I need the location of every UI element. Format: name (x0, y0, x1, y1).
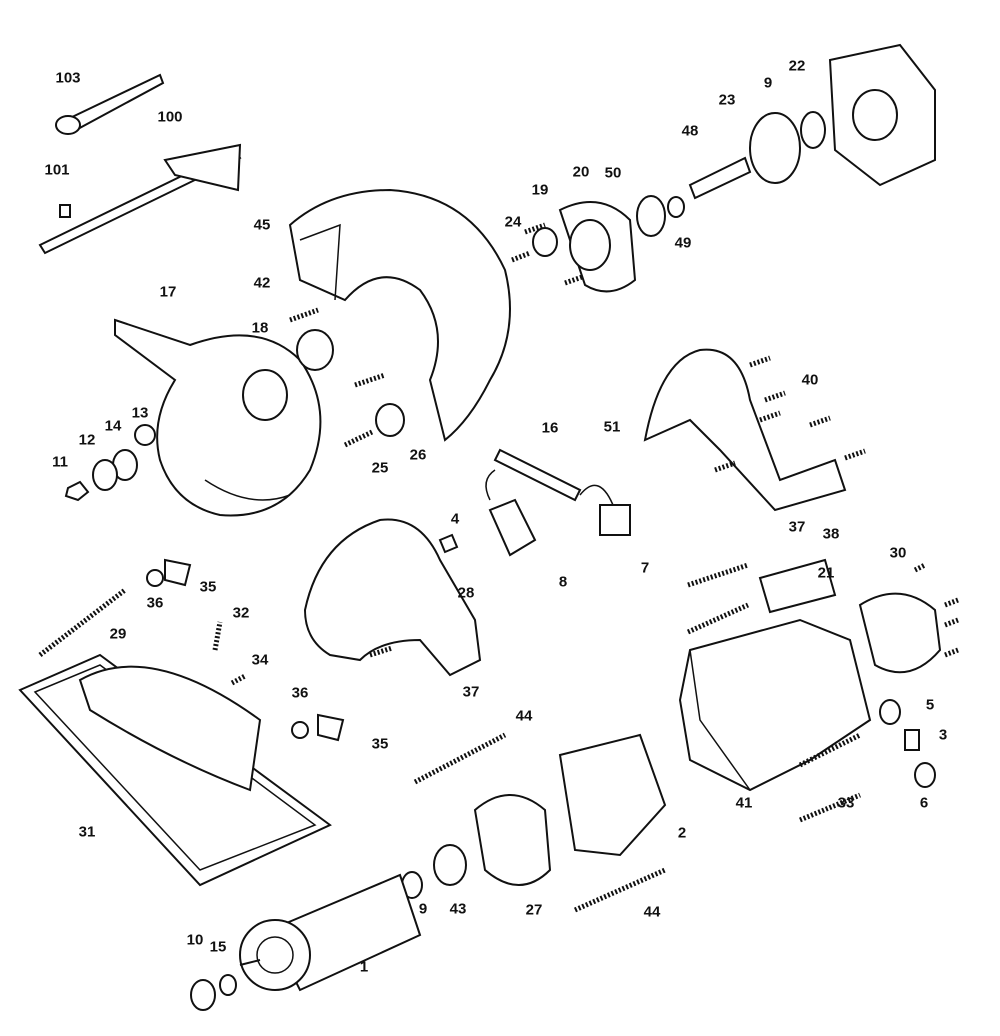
part-number-label: 29 (109, 625, 127, 643)
part-number-label: 34 (251, 651, 269, 669)
wrench-part (55, 73, 165, 135)
part-number-label: 41 (735, 794, 753, 812)
screw-101-part (59, 204, 71, 218)
part-number-label: 16 (541, 419, 559, 437)
part-number-label: 9 (418, 900, 428, 918)
part-number-label: 36 (146, 594, 164, 612)
part-number-label: 32 (232, 604, 250, 622)
motor-housing-41-part (678, 618, 872, 792)
cord-16-part (493, 448, 582, 502)
handle-37-upper-part (643, 348, 847, 512)
part-number-label: 50 (604, 164, 622, 182)
part-number-label: 3 (938, 726, 948, 744)
part-number-label: 48 (681, 122, 699, 140)
part-number-label: 33 (837, 794, 855, 812)
handle-37-lower-part (303, 518, 482, 677)
part-number-label: 13 (131, 404, 149, 422)
part-number-label: 15 (209, 938, 227, 956)
part-number-label: 101 (44, 161, 70, 179)
part-number-label: 6 (919, 794, 929, 812)
part-number-label: 11 (52, 453, 68, 471)
spindle-48-part (688, 156, 752, 200)
part-number-label: 35 (199, 578, 217, 596)
part-number-label: 31 (78, 823, 96, 841)
part-number-label: 8 (558, 573, 568, 591)
part-number-label: 25 (371, 459, 389, 477)
part-number-label: 49 (674, 234, 692, 252)
part-number-label: 27 (525, 901, 543, 919)
part-number-label: 18 (251, 319, 269, 337)
spring-18-part (296, 329, 334, 371)
field-2-part (558, 733, 667, 857)
part-number-label: 28 (457, 584, 475, 602)
part-number-label: 43 (449, 900, 467, 918)
part-number-label: 21 (817, 564, 835, 582)
part-number-label: 17 (159, 283, 177, 301)
part-number-label: 38 (822, 525, 840, 543)
part-number-label: 44 (643, 903, 661, 921)
part-number-label: 51 (603, 418, 621, 436)
rip-fence-part (38, 143, 242, 255)
part-number-label: 26 (409, 446, 427, 464)
ring-13-part (134, 424, 157, 446)
part-number-label: 37 (788, 518, 806, 536)
lower-guard-part (114, 318, 322, 517)
switch-7-part (599, 504, 631, 536)
part-number-label: 7 (640, 559, 650, 577)
part-number-label: 5 (925, 696, 935, 714)
part-number-label: 45 (253, 216, 271, 234)
part-number-label: 36 (291, 684, 309, 702)
part-number-label: 100 (157, 108, 183, 126)
part-number-label: 37 (462, 683, 480, 701)
part-number-label: 40 (801, 371, 819, 389)
part-number-label: 4 (450, 510, 460, 528)
baffle-27-part (473, 794, 552, 886)
part-number-label: 10 (186, 931, 204, 949)
label-38-part (758, 558, 837, 614)
part-number-label: 2 (677, 824, 687, 842)
part-number-label: 103 (55, 69, 81, 87)
upper-guard-part (288, 188, 511, 442)
part-number-label: 44 (515, 707, 533, 725)
end-cap-21-part (858, 592, 942, 674)
part-number-label: 22 (788, 57, 806, 75)
part-number-label: 14 (104, 417, 122, 435)
part-number-label: 23 (718, 91, 736, 109)
part-number-label: 1 (359, 958, 369, 976)
part-number-label: 12 (78, 431, 96, 449)
part-number-label: 30 (889, 544, 907, 562)
part-number-label: 9 (763, 74, 773, 92)
part-number-label: 19 (531, 181, 549, 199)
plug-8-part (488, 498, 537, 557)
part-number-label: 24 (504, 213, 522, 231)
part-number-label: 20 (572, 163, 590, 181)
bushing-26-part (375, 403, 405, 437)
part-number-label: 42 (253, 274, 271, 292)
gear-23-part (749, 112, 801, 184)
part-number-label: 35 (371, 735, 389, 753)
